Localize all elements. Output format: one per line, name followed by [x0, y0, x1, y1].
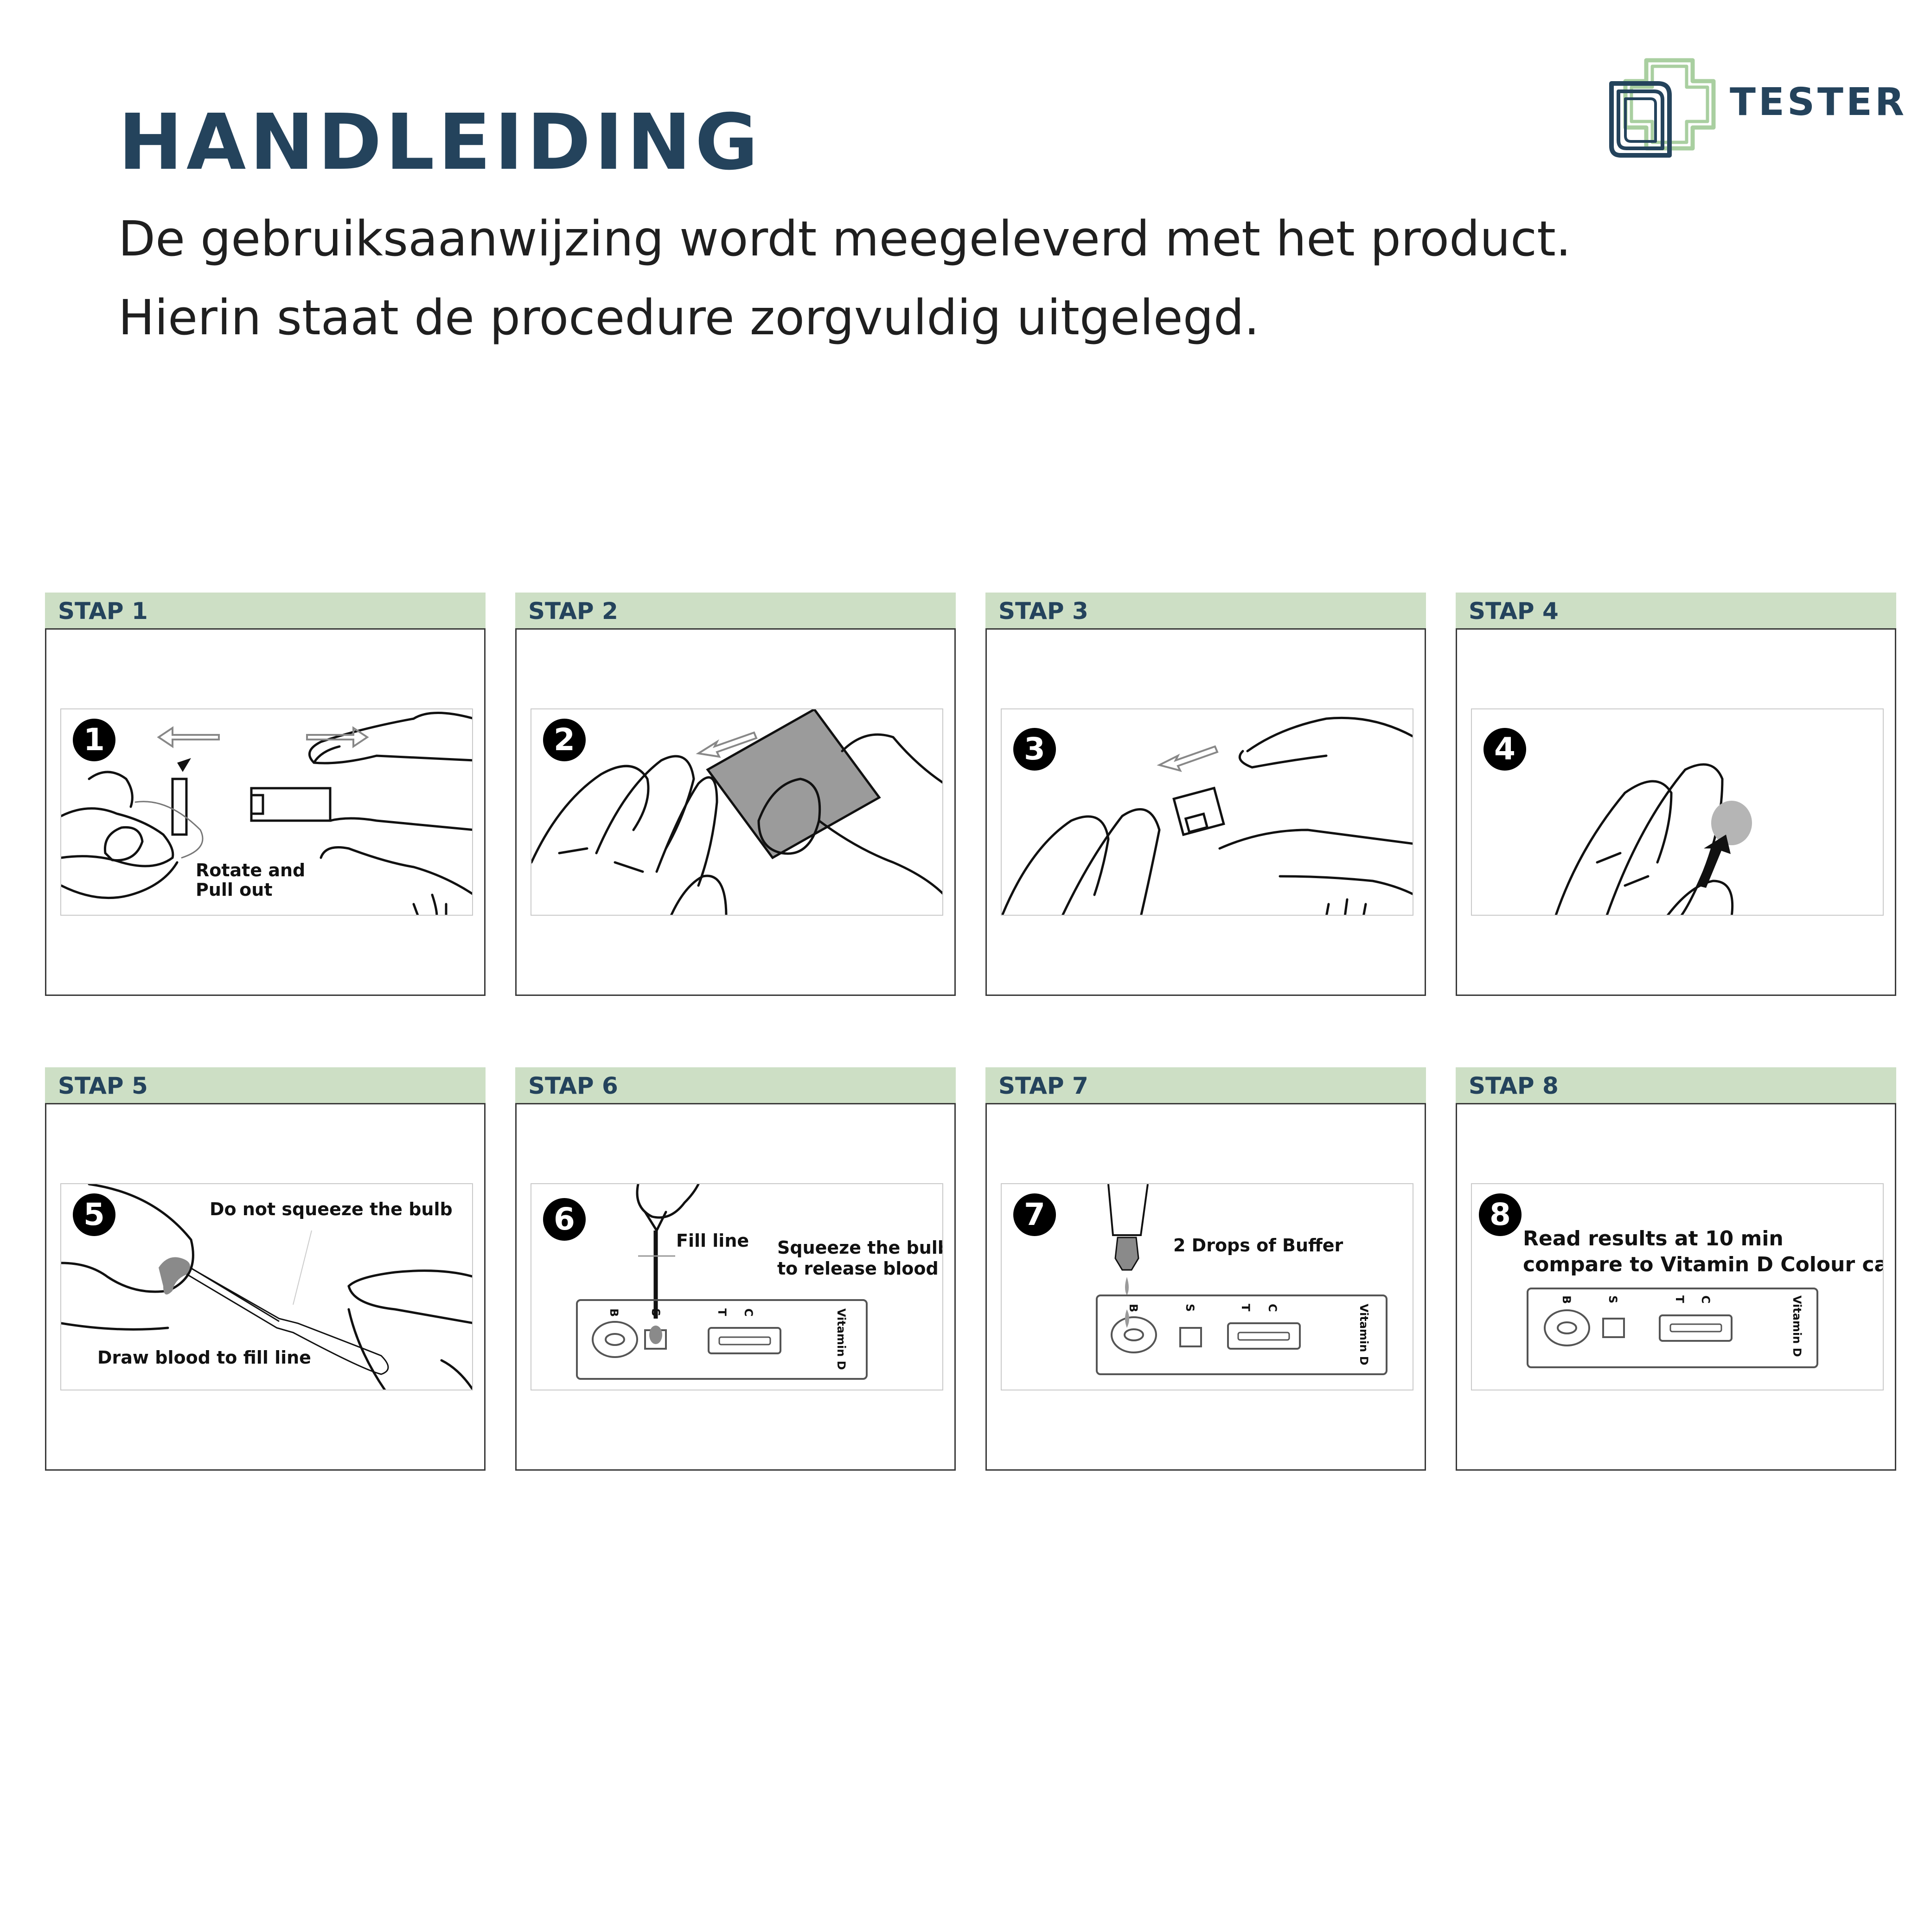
- step-header: STAP 5: [45, 1067, 486, 1103]
- step-number-badge: 8: [1479, 1193, 1522, 1236]
- hands-rotate-cap-icon: [61, 712, 472, 915]
- step-illustration: 3: [1001, 708, 1413, 916]
- step-header: STAP 4: [1456, 593, 1896, 628]
- step-number-badge: 2: [543, 719, 586, 761]
- brand-name: TESTER: [1730, 80, 1907, 124]
- step-panel: 1 Rotate and Pull out: [45, 628, 486, 996]
- step-number-badge: 4: [1483, 728, 1526, 771]
- step-caption: Rotate and: [196, 860, 306, 880]
- step-card-5: STAP 5 5 Do not squeeze the bulb: [45, 1067, 486, 1471]
- step-number-badge: 1: [73, 719, 115, 761]
- step-header: STAP 8: [1456, 1067, 1896, 1103]
- step-header: STAP 6: [515, 1067, 956, 1103]
- step-panel: 2: [515, 628, 956, 996]
- buffer-drops-icon: [1096, 1184, 1388, 1375]
- step-header: STAP 1: [45, 593, 486, 628]
- step-illustration: 5 Do not squeeze the bulb Draw blood to …: [60, 1183, 473, 1390]
- step-panel: 7 2 Drops of Buffer B S T C Vitamin D: [985, 1103, 1426, 1471]
- cassette-b-label: B: [607, 1308, 620, 1317]
- finger-blood-drop-icon: [1554, 763, 1752, 915]
- cassette-s-label: S: [1183, 1304, 1196, 1312]
- step-caption: Fill line: [676, 1231, 749, 1251]
- cassette-b-label: B: [1560, 1295, 1573, 1304]
- step-illustration: 4: [1471, 708, 1884, 916]
- cassette-s-label: S: [649, 1308, 662, 1317]
- step-panel: 8 Read results at 10 min compare to Vita…: [1456, 1103, 1896, 1471]
- page-title: HANDLEIDING: [118, 98, 762, 187]
- step-caption: Read results at 10 min: [1523, 1227, 1784, 1250]
- cassette-t-label: T: [1239, 1304, 1252, 1312]
- step-caption: Draw blood to fill line: [97, 1347, 311, 1368]
- page-subtitle: De gebruiksaanwijzing wordt meegeleverd …: [118, 210, 1571, 346]
- step-header: STAP 2: [515, 593, 956, 628]
- step-illustration: 8 Read results at 10 min compare to Vita…: [1471, 1183, 1884, 1390]
- step-panel: 6 Fill line Squeeze the bulb to release …: [515, 1103, 956, 1471]
- cassette-t-label: T: [1673, 1295, 1686, 1303]
- read-result-cassette-icon: [1527, 1288, 1818, 1368]
- step-panel: 4: [1456, 628, 1896, 996]
- step-card-7: STAP 7 7 2 Drops of Buffer B S T: [985, 1067, 1426, 1471]
- step-card-2: STAP 2 2: [515, 593, 956, 996]
- cassette-name-label: Vitamin D: [1357, 1304, 1370, 1365]
- cassette-c-label: C: [1266, 1304, 1279, 1312]
- step-header: STAP 3: [985, 593, 1426, 628]
- step-caption: Pull out: [196, 880, 273, 900]
- cassette-t-label: T: [716, 1308, 729, 1316]
- cassette-name-label: Vitamin D: [835, 1308, 848, 1370]
- cassette-s-label: S: [1606, 1295, 1619, 1304]
- step-panel: 5 Do not squeeze the bulb Draw blood to …: [45, 1103, 486, 1471]
- step-header: STAP 7: [985, 1067, 1426, 1103]
- step-caption: to release blood: [777, 1258, 939, 1279]
- step-caption: compare to Vitamin D Colour card: [1523, 1253, 1884, 1276]
- step-number-badge: 5: [73, 1193, 115, 1236]
- step-caption: Squeeze the bulb: [777, 1237, 943, 1258]
- step-illustration: 2: [531, 708, 943, 916]
- step-card-6: STAP 6 6 Fill line Squeeze the bulb: [515, 1067, 956, 1471]
- step-illustration: 1 Rotate and Pull out: [60, 708, 473, 916]
- step-caption: Do not squeeze the bulb: [210, 1199, 453, 1219]
- tester-logo-icon: [1609, 58, 1716, 158]
- cassette-b-label: B: [1127, 1304, 1140, 1313]
- step-panel: 3: [985, 628, 1426, 996]
- step-card-3: STAP 3 3: [985, 593, 1426, 996]
- step-number-badge: 6: [543, 1198, 586, 1241]
- capillary-pipette-icon: [61, 1184, 472, 1390]
- step-card-8: STAP 8 8 Read results at 10 min compare …: [1456, 1067, 1896, 1471]
- step-number-badge: 3: [1013, 728, 1056, 771]
- apply-blood-cassette-icon: [576, 1184, 868, 1380]
- hands-lancet-icon: [1002, 716, 1413, 915]
- step-card-1: STAP 1: [45, 593, 486, 996]
- cassette-c-label: C: [742, 1308, 755, 1317]
- step-caption: 2 Drops of Buffer: [1173, 1235, 1343, 1256]
- step-illustration: 6 Fill line Squeeze the bulb to release …: [531, 1183, 943, 1390]
- cassette-name-label: Vitamin D: [1790, 1295, 1803, 1357]
- step-number-badge: 7: [1013, 1193, 1056, 1236]
- hands-alcohol-pad-icon: [531, 709, 942, 915]
- step-illustration: 7 2 Drops of Buffer B S T C Vitamin D: [1001, 1183, 1413, 1390]
- step-card-4: STAP 4 4: [1456, 593, 1896, 996]
- cassette-c-label: C: [1699, 1295, 1712, 1304]
